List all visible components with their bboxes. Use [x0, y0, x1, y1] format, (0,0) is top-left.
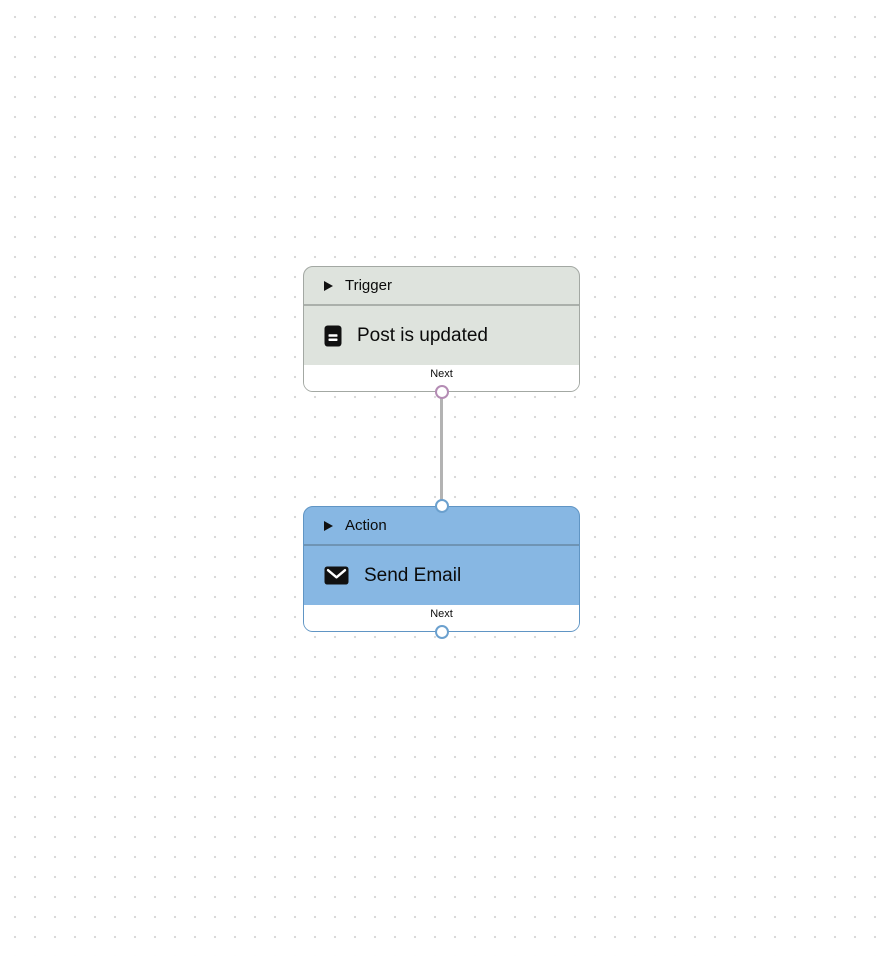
node-type-label: Action [345, 517, 387, 534]
trigger-output-port[interactable] [434, 385, 449, 399]
node-type-label: Trigger [345, 277, 392, 294]
next-port-label: Next [430, 368, 453, 380]
collapse-arrow-icon[interactable] [324, 520, 333, 531]
action-input-port[interactable] [434, 499, 449, 513]
trigger-node-body[interactable]: Post is updated [304, 306, 579, 365]
action-node[interactable]: Action Send Email Next [303, 499, 580, 639]
action-node-header[interactable]: Action [304, 507, 579, 546]
node-title: Post is updated [357, 324, 488, 346]
email-icon [324, 566, 349, 585]
document-icon [324, 325, 342, 346]
node-title: Send Email [364, 564, 462, 586]
trigger-node-header[interactable]: Trigger [304, 267, 579, 306]
collapse-arrow-icon[interactable] [324, 280, 333, 291]
connection-edge[interactable] [440, 394, 443, 507]
trigger-node[interactable]: Trigger Post is updated Next [303, 266, 580, 399]
action-output-port[interactable] [434, 625, 449, 639]
action-node-body[interactable]: Send Email [304, 546, 579, 605]
next-port-label: Next [430, 608, 453, 620]
